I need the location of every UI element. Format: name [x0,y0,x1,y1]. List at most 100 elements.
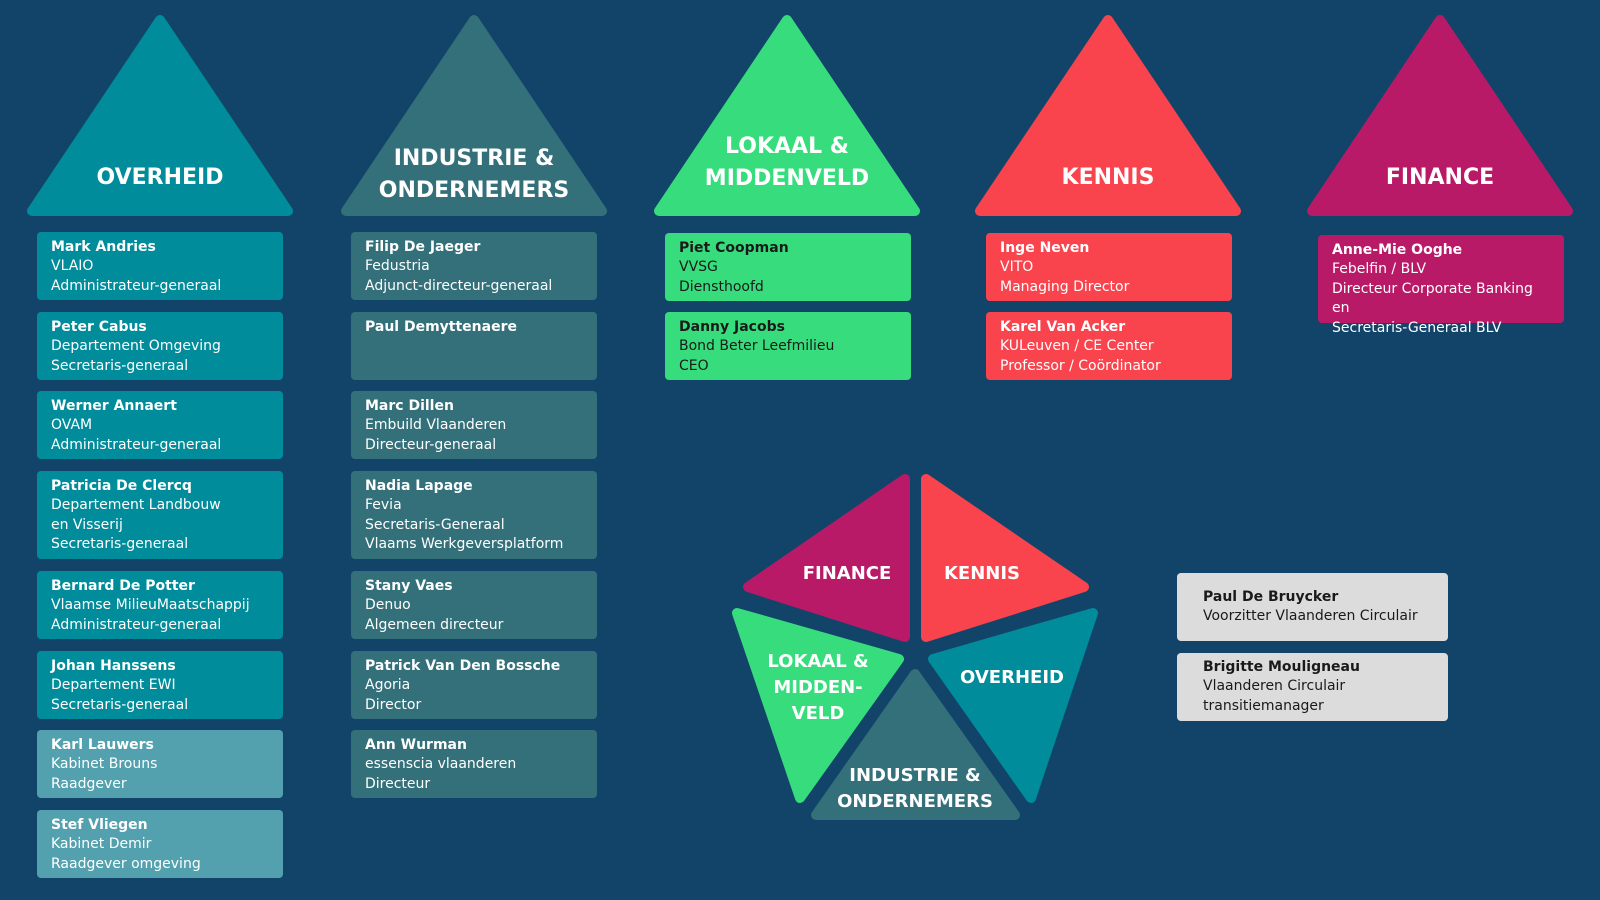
member-card-lokaal: Piet Coopman VVSG Diensthoofd [665,233,911,301]
member-line: Administrateur-generaal [51,616,222,633]
member-name: Werner Annaert [51,398,177,414]
member-line: Vlaamse MilieuMaatschappij [51,597,250,614]
member-line: Adjunct-directeur-generaal [365,277,553,294]
member-card-lokaal: Danny Jacobs Bond Beter Leefmilieu CEO [665,312,911,380]
coordinator-line: Voorzitter Vlaanderen Circulair [1203,608,1418,625]
member-line: OVAM [51,417,93,434]
pentagon-label-overheid: OVERHEID [960,667,1064,688]
coordinator-line: Vlaanderen Circulair [1203,678,1346,695]
triangle-industrie [341,15,607,216]
member-line: Director [365,696,422,713]
member-card-industrie: Patrick Van Den Bossche Agoria Director [351,651,597,719]
member-line: Fedustria [365,258,430,275]
member-name: Karl Lauwers [51,737,154,753]
member-line: Kabinet Brouns [51,756,158,773]
column-title-kennis: KENNIS [1061,165,1155,190]
member-line: Vlaams Werkgeversplatform [365,536,564,553]
member-line: Fevia [365,497,402,514]
pentagon-segment-finance [743,474,910,642]
column-title-overheid: OVERHEID [96,165,224,190]
pentagon-segment-kennis [921,474,1089,642]
column-title-finance: FINANCE [1385,165,1495,190]
member-line: Raadgever omgeving [51,855,201,872]
member-line: essenscia vlaanderen [365,756,517,773]
member-line: Diensthoofd [679,278,764,295]
member-line: Algemeen directeur [365,616,504,633]
member-name: Patrick Van Den Bossche [365,658,561,674]
member-line: Denuo [365,597,411,614]
member-card-industrie: Paul Demyttenaere [351,312,597,380]
member-name: Paul Demyttenaere [365,319,517,335]
member-name: Johan Hanssens [51,658,176,674]
member-line: Embuild Vlaanderen [365,417,507,434]
pentagon-label-industrie: INDUSTRIE & ONDERNEMERS [837,765,993,812]
member-card-overheid: Karl Lauwers Kabinet Brouns Raadgever [37,730,283,798]
member-line: en Visserij [51,516,123,533]
member-line: VITO [1000,259,1034,276]
member-card-overheid: Patricia De Clercq Departement Landbouw … [37,471,283,559]
member-card-overheid: Johan Hanssens Departement EWI Secretari… [37,651,283,719]
member-name: Ann Wurman [365,737,467,753]
member-line: Managing Director [1000,278,1130,295]
member-line: Agoria [365,677,411,694]
member-name: Karel Van Acker [1000,319,1126,335]
member-line: Administrateur-generaal [51,277,222,294]
member-line: KULeuven / CE Center [1000,338,1154,355]
member-line: Secretaris-Generaal BLV [1332,319,1502,336]
member-line: CEO [679,357,709,374]
member-line: Administrateur-generaal [51,436,222,453]
member-line: Secretaris-generaal [51,357,189,374]
member-card-overheid: Bernard De Potter Vlaamse MilieuMaatscha… [37,571,283,639]
member-name: Stany Vaes [365,578,453,594]
member-name: Danny Jacobs [679,319,785,335]
pentagon-segment-industrie [811,669,1020,820]
triangle-finance [1307,15,1573,216]
member-line: Professor / Coördinator [1000,357,1161,374]
member-card-overheid: Werner Annaert OVAM Administrateur-gener… [37,391,283,459]
member-name: Anne-Mie Ooghe [1332,242,1463,258]
member-name: Inge Neven [1000,240,1090,256]
member-line: Directeur [365,775,431,792]
member-card-industrie: Filip De Jaeger Fedustria Adjunct-direct… [351,232,597,300]
pentagon-label-finance: FINANCE [802,563,892,584]
triangle-lokaal [654,15,920,216]
member-name: Mark Andries [51,239,156,255]
member-card-kennis: Inge Neven VITO Managing Director [986,233,1232,301]
member-line: Bond Beter Leefmilieu [679,338,835,355]
member-card-industrie: Marc Dillen Embuild Vlaanderen Directeur… [351,391,597,459]
member-line: Raadgever [51,775,127,792]
member-line: Directeur Corporate Banking en [1332,280,1533,317]
member-line: Febelfin / BLV [1332,261,1427,278]
triangle-overheid [27,15,293,216]
member-name: Nadia Lapage [365,478,473,494]
member-name: Bernard De Potter [51,578,195,594]
member-line: Departement Omgeving [51,338,221,355]
member-line: Secretaris-Generaal [365,516,505,533]
member-line: Kabinet Demir [51,836,152,853]
member-line: Directeur-generaal [365,436,497,453]
coordinator-name: Brigitte Mouligneau [1203,659,1360,675]
member-name: Piet Coopman [679,240,789,256]
member-line: Secretaris-generaal [51,536,189,553]
column-title-lokaal: LOKAAL & MIDDENVELD [704,134,870,191]
coordinator-card: Brigitte Mouligneau Vlaanderen Circulair… [1177,653,1448,721]
member-line: VLAIO [51,258,94,275]
member-name: Marc Dillen [365,398,454,414]
coordinator-line: transitiemanager [1203,697,1324,714]
member-name: Stef Vliegen [51,817,148,833]
member-line: VVSG [679,259,718,276]
member-line: Departement EWI [51,677,176,694]
triangle-kennis [975,15,1241,216]
column-title-industrie: INDUSTRIE & ONDERNEMERS [378,146,570,203]
coordinator-name: Paul De Bruycker [1203,589,1339,605]
member-card-industrie: Nadia Lapage Fevia Secretaris-Generaal V… [351,471,597,559]
member-card-industrie: Stany Vaes Denuo Algemeen directeur [351,571,597,639]
member-card-industrie: Ann Wurman essenscia vlaanderen Directeu… [351,730,597,798]
member-name: Peter Cabus [51,319,147,335]
coordinator-card: Paul De Bruycker Voorzitter Vlaanderen C… [1177,573,1448,641]
pentagon-label-kennis: KENNIS [943,563,1021,584]
pentagon-segment-lokaal [732,608,904,803]
pentagon-label-lokaal: LOKAAL & MIDDEN- VELD [767,651,869,724]
member-card-overheid: Stef Vliegen Kabinet Demir Raadgever omg… [37,810,283,878]
